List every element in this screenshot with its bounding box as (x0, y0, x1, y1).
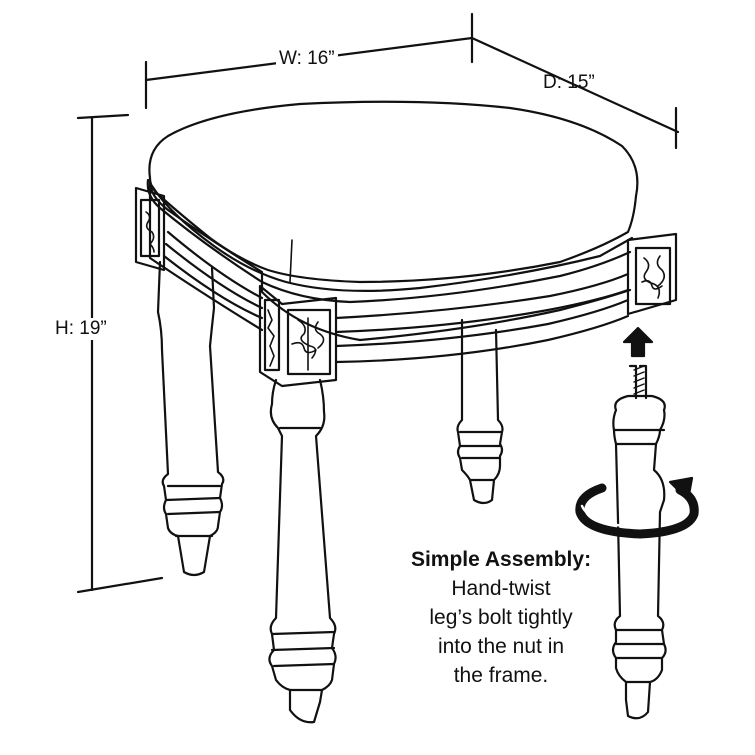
assembly-line: leg’s bolt tightly (429, 606, 573, 629)
depth-dimension (470, 36, 680, 150)
stool-frame (148, 180, 632, 364)
height-dimension (76, 113, 164, 594)
rotation-arrow-icon (575, 476, 699, 539)
corner-block-back-right (626, 232, 678, 316)
back-left-leg (156, 260, 225, 577)
corner-block-back-left (134, 186, 166, 272)
assembly-line: Hand-twist (451, 577, 551, 600)
assembly-instructions: Simple Assembly: Hand-twist leg’s bolt t… (386, 545, 616, 690)
assembly-line: into the nut in (437, 635, 565, 658)
assembly-title: Simple Assembly: (410, 548, 592, 571)
depth-label: D: 15” (543, 72, 595, 93)
detached-leg (611, 364, 667, 720)
height-label: H: 19” (52, 318, 110, 340)
arrow-up-icon (622, 326, 654, 358)
front-leg (268, 378, 337, 724)
seat-cushion (146, 100, 639, 304)
back-right-leg (456, 318, 504, 505)
width-label: W: 16” (276, 48, 338, 70)
assembly-line: the frame. (453, 664, 549, 687)
corner-block-front (258, 284, 338, 388)
